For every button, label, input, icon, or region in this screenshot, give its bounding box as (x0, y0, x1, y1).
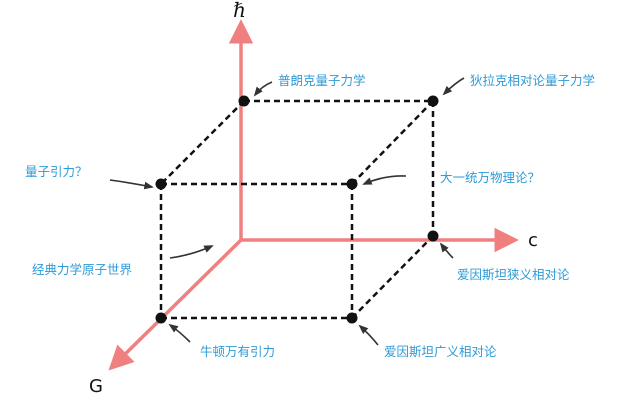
pointer-planck-qm (253, 81, 273, 97)
label-newton: 牛顿万有引力 (200, 344, 275, 359)
label-quantum-gravity: 量子引力？ (25, 164, 88, 179)
pointer-toe (362, 175, 407, 185)
pointer-general-rel (358, 324, 379, 346)
edge-bottom-right (351, 235, 434, 319)
label-toe: 大一统万物理论？ (440, 170, 540, 185)
vertex-general-relativity (346, 312, 358, 324)
pointer-classical (169, 245, 214, 259)
vertex-dirac-qm (427, 95, 439, 107)
vertex-newton (155, 312, 167, 324)
vertex-quantum-gravity (155, 178, 167, 190)
pointer-newton (168, 323, 191, 343)
hbar-axis-label: ℏ (233, 0, 246, 22)
label-general-rel: 爱因斯坦广义相对论 (384, 344, 497, 359)
vertex-special-relativity (427, 230, 439, 242)
label-dirac-qm: 狄拉克相对论量子力学 (470, 73, 595, 88)
pointer-quantum-gravity (109, 179, 154, 190)
pointer-special-rel (439, 242, 454, 259)
label-planck-qm: 普朗克量子力学 (278, 73, 366, 88)
edge-top-right (351, 100, 434, 185)
vertex-planck-qm (238, 95, 250, 107)
vertex-toe (346, 178, 358, 190)
pointer-dirac-qm (442, 77, 465, 96)
c-axis-label: c (528, 230, 538, 251)
edge-top-left (160, 100, 245, 185)
label-classical: 经典力学原子世界 (32, 262, 133, 277)
g-axis-label: G (89, 376, 103, 397)
g-axis (108, 238, 243, 371)
label-special-rel: 爱因斯坦狭义相对论 (457, 267, 570, 282)
